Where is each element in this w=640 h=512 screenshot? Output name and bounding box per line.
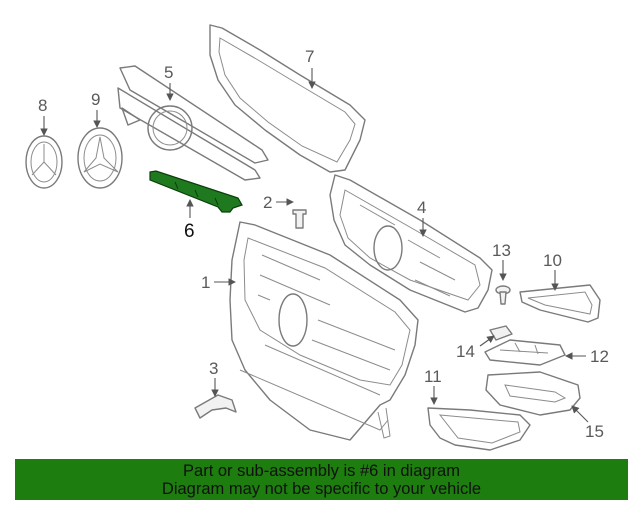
callout-13: 13: [492, 241, 511, 260]
part-1-main-grille[interactable]: [229, 221, 419, 441]
callout-10: 10: [543, 251, 562, 270]
banner-line-1: Part or sub-assembly is #6 in diagram: [183, 461, 460, 480]
part-15-fog-lamp-bezel[interactable]: [485, 371, 581, 416]
part-6-bracket-highlighted[interactable]: [149, 170, 243, 213]
callout-6: 6: [184, 221, 195, 242]
part-9-star-badge[interactable]: [77, 127, 123, 189]
callout-12: 12: [590, 347, 609, 366]
leader-lines: [40, 68, 589, 423]
callout-5: 5: [164, 63, 173, 82]
part-7-grille-frame[interactable]: [209, 24, 366, 173]
callout-11: 11: [424, 367, 442, 386]
callout-9: 9: [91, 90, 100, 109]
info-banner: Part or sub-assembly is #6 in diagram Di…: [15, 459, 628, 500]
callout-4: 4: [417, 198, 426, 217]
callout-2: 2: [263, 193, 272, 212]
callout-labels: 5 9 8 7 6 2 4 1 13 10 14 12 3 11 15: [38, 47, 609, 441]
part-8-emblem[interactable]: [25, 135, 63, 189]
part-10-lamp-trim[interactable]: [519, 284, 601, 323]
callout-14: 14: [456, 342, 475, 361]
part-2-bolt[interactable]: [292, 209, 307, 229]
callout-3: 3: [209, 359, 218, 378]
part-3-bracket[interactable]: [194, 394, 237, 419]
callout-1: 1: [201, 273, 210, 292]
part-4-inner-grille[interactable]: [329, 174, 493, 313]
part-14-clip[interactable]: [489, 325, 513, 341]
callout-15: 15: [585, 422, 604, 441]
part-12-trim-strip[interactable]: [484, 339, 566, 366]
banner-line-2: Diagram may not be specific to your vehi…: [161, 479, 482, 498]
callout-8: 8: [38, 96, 47, 115]
part-11-lower-trim[interactable]: [427, 407, 531, 451]
part-13-screw[interactable]: [495, 285, 511, 305]
callout-7: 7: [305, 47, 314, 66]
part-5-grille[interactable]: [117, 65, 269, 181]
